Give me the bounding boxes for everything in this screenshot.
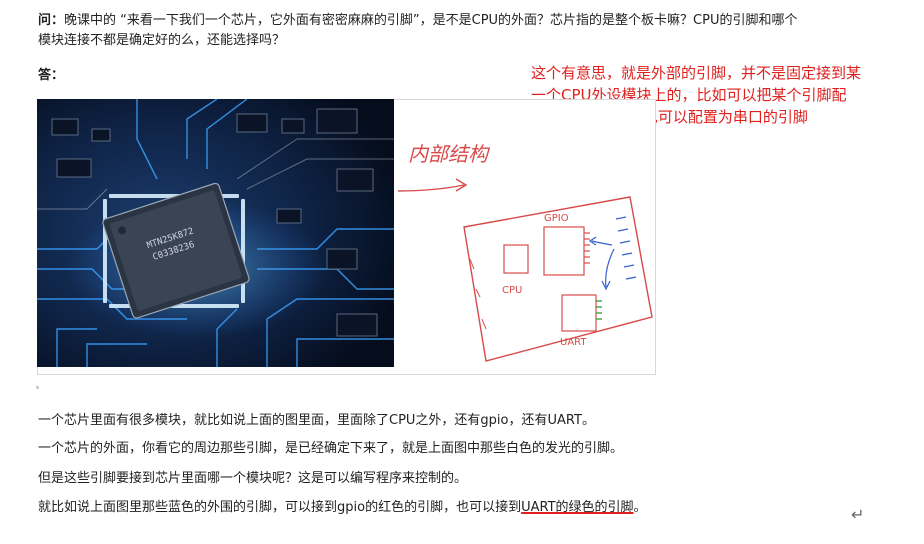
separator-dot [36,386,39,389]
pointer-arrow-head [455,178,468,192]
external-blue-pins [615,216,637,280]
circuit-board-photo: MTN25K872 C0338236 [37,99,394,367]
handwritten-sketch: 内部结构 CPU GPIO UART [394,99,654,373]
uart-green-pins [596,300,602,320]
sketch-drawing: 内部结构 CPU GPIO UART [397,142,653,362]
uart-label: UART [560,337,587,348]
connection-arrow-gpio-head [588,236,597,246]
paragraph-3: 但是这些引脚要接到芯片里面哪一个模块呢？这是可以编写程序来控制的。 [38,471,468,486]
return-mark-icon: ↵ [851,505,865,524]
paragraph-2: 一个芯片的外面，你看它的周边那些引脚，是已经确定下来了，就是上面图中那些白色的发… [38,441,624,456]
paragraph-4-text: 就比如说上面图里那些蓝色的外围的引脚，可以接到gpio的红色的引脚，也可以接到 [38,500,522,515]
gpio-red-pins [584,232,590,264]
paragraph-4-end: 。 [633,500,647,515]
cpu-label: CPU [502,285,522,296]
question-text-1: 晚课中的 “来看一下我们一个芯片，它外面有密密麻麻的引脚”，是不是CPU的外面？… [64,13,798,28]
circuit-board-illustration: MTN25K872 C0338236 [37,99,394,367]
question-label: 问： [38,13,65,28]
paragraph-1: 一个芯片里面有很多模块，就比如说上面的图里面，里面除了CPU之外，还有gpio，… [38,413,595,428]
question-line-2: 模块连接不都是确定好的么，还能选择吗？ [38,33,286,48]
connection-arrow-uart-head [601,280,611,291]
underlined-uart-text: UART的绿色的引脚 [521,500,634,515]
uart-block [561,294,597,332]
gpio-block [543,226,585,276]
pointer-arrow [397,184,465,192]
connection-arrow-gpio [591,240,613,246]
edge-pins [469,258,487,330]
cpu-block [503,244,529,274]
paragraph-4: 就比如说上面图里那些蓝色的外围的引脚，可以接到gpio的红色的引脚，也可以接到U… [38,498,647,518]
answer-label: 答： [38,68,65,83]
question-line-1: 问：晚课中的 “来看一下我们一个芯片，它外面有密密麻麻的引脚”，是不是CPU的外… [38,11,797,31]
connection-arrow-uart [605,248,615,288]
gpio-label: GPIO [544,213,569,224]
chip-outline [463,196,653,362]
sketch-title-handwriting: 内部结构 [408,142,491,166]
